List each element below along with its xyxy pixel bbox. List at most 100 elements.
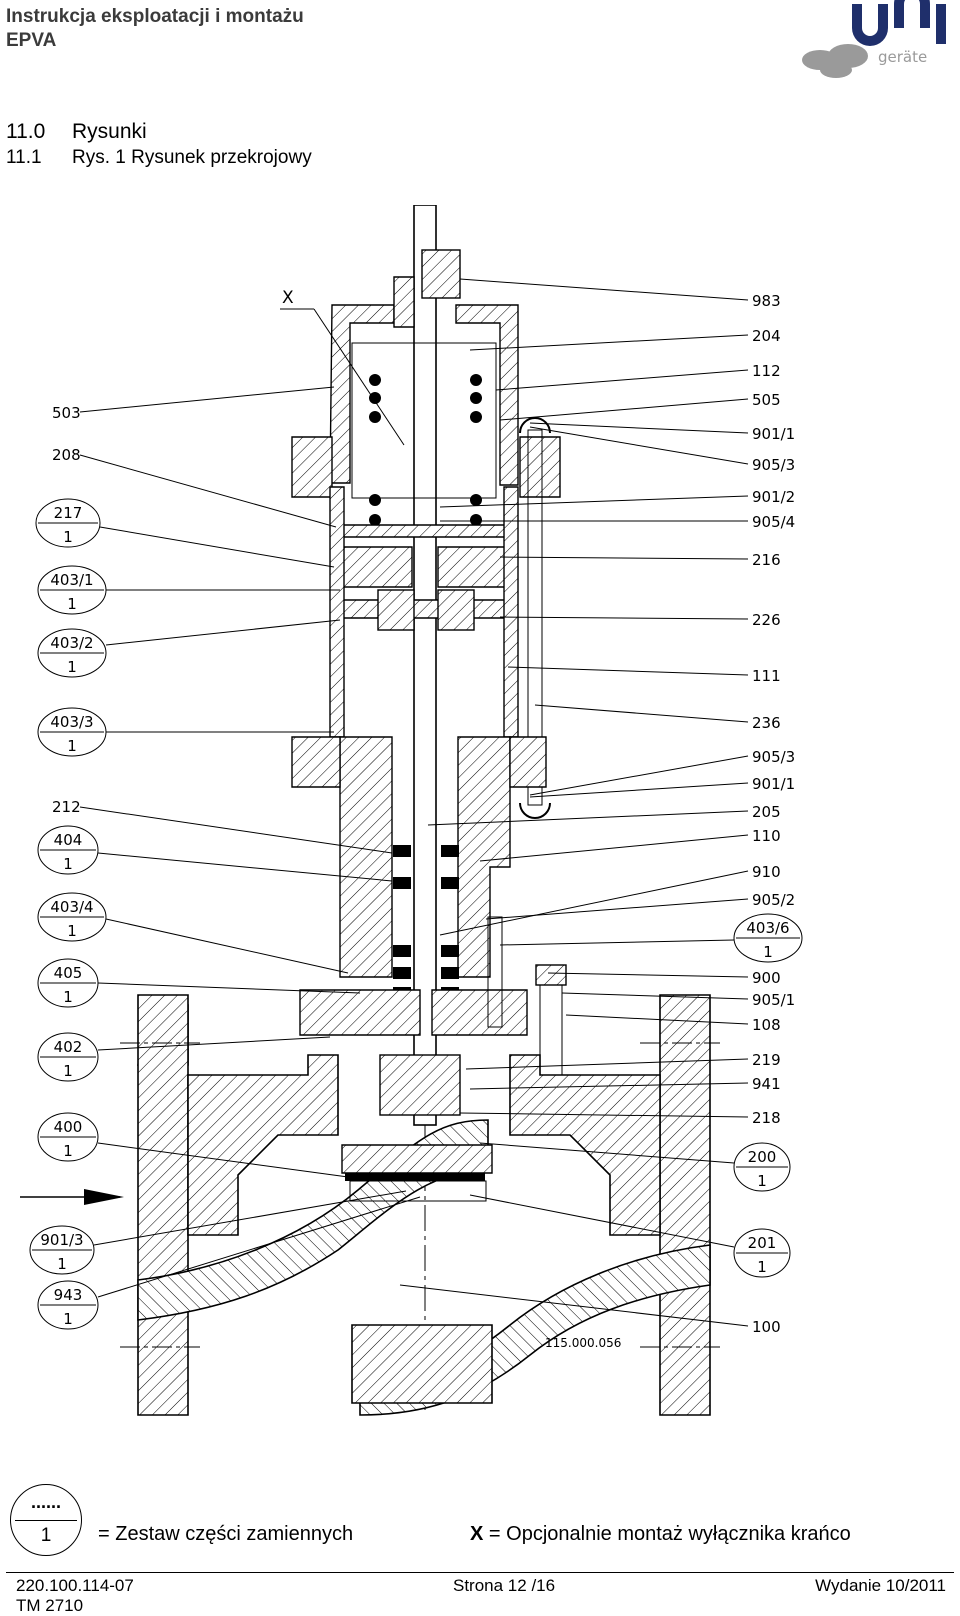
callout-label: 112 [752, 362, 781, 380]
callout-bubble: 403/1 1 [37, 565, 340, 615]
callout-label: 216 [752, 551, 781, 569]
svg-text:1: 1 [757, 1258, 767, 1276]
edition: Wydanie 10/2011 [815, 1576, 946, 1595]
svg-text:200: 200 [748, 1148, 777, 1166]
svg-text:1: 1 [757, 1172, 767, 1190]
optional-switch-legend: X = Opcjonalnie montaż wyłącznika krańco [470, 1523, 851, 1546]
callout-bubble: 403/2 1 [37, 619, 341, 678]
callout-label: 905/4 [752, 513, 795, 531]
x-marker: X [280, 288, 405, 446]
callout-label: 905/1 [752, 991, 795, 1009]
callout-label: 219 [752, 1051, 781, 1069]
svg-text:404: 404 [54, 831, 83, 849]
svg-text:403/3: 403/3 [50, 713, 93, 731]
logo-subtext: geräte [878, 48, 927, 66]
svg-text:402: 402 [54, 1038, 83, 1056]
callout-label: 505 [752, 391, 781, 409]
svg-text:1: 1 [67, 595, 77, 613]
document-title: Instrukcja eksploatacji i montażu [6, 6, 304, 27]
callout-label: 503 [52, 404, 81, 422]
callout-label: 901/1 [752, 775, 795, 793]
section-heading: 11.0 Rysunki [6, 120, 147, 144]
svg-text:1: 1 [67, 737, 77, 755]
svg-text:1: 1 [67, 658, 77, 676]
callout-bubble: 200 1 [479, 1142, 791, 1192]
spare-parts-legend: = Zestaw części zamiennych [98, 1523, 354, 1545]
svg-text:403/1: 403/1 [50, 571, 93, 589]
symbol-quantity: 1 [40, 1525, 52, 1546]
svg-text:201: 201 [748, 1234, 777, 1252]
callout-label: 905/2 [752, 891, 795, 909]
section-title: Rysunki [72, 120, 147, 143]
callout-label: 941 [752, 1075, 781, 1093]
callout-bubble: 201 1 [469, 1194, 791, 1278]
callout-label: 212 [52, 798, 81, 816]
tm-number: TM 2710 [16, 1596, 84, 1615]
callout-label: 111 [752, 667, 781, 685]
drawing-number: 115.000.056 [545, 1336, 621, 1350]
page-number: Strona 12 /16 [453, 1576, 556, 1595]
callout-bubble: 943 1 [37, 1196, 421, 1330]
svg-text:1: 1 [63, 855, 73, 873]
symbol-divider [15, 1520, 77, 1521]
valve-body [20, 205, 720, 1416]
left-labels: 503 208 212 [52, 386, 393, 854]
svg-text:X: X [282, 288, 294, 308]
callout-label: 983 [752, 292, 781, 310]
callout-label: 218 [752, 1109, 781, 1127]
svg-text:400: 400 [54, 1118, 83, 1136]
callout-label: 905/3 [752, 456, 795, 474]
spare-parts-symbol: ...... 1 [10, 1484, 82, 1556]
svg-text:1: 1 [63, 1142, 73, 1160]
callout-label: 905/3 [752, 748, 795, 766]
callout-label: 110 [752, 827, 781, 845]
callout-label: 226 [752, 611, 781, 629]
x-legend-text: = Opcjonalnie montaż wyłącznika krańco [483, 1523, 851, 1545]
callout-bubble: 405 1 [37, 958, 361, 1008]
x-symbol: X [470, 1523, 484, 1545]
product-name: EPVA [6, 30, 57, 51]
valve-cross-section-drawing: X 115.000.056 503 208 212 217 1 403/1 1 … [20, 205, 803, 1416]
svg-text:943: 943 [54, 1286, 83, 1304]
right-bubbles: 403/6 1 200 1 201 1 [469, 913, 803, 1278]
svg-text:1: 1 [763, 943, 773, 961]
svg-text:403/2: 403/2 [50, 634, 93, 652]
callout-bubble: 402 1 [37, 1032, 331, 1082]
subsection-number: 11.1 [6, 147, 42, 168]
callout-label: 901/1 [752, 425, 795, 443]
callout-label: 204 [752, 327, 781, 345]
svg-text:405: 405 [54, 964, 83, 982]
svg-text:1: 1 [67, 922, 77, 940]
callout-label: 100 [752, 1318, 781, 1336]
callout-label: 108 [752, 1016, 781, 1034]
symbol-dots: ...... [30, 1492, 61, 1512]
callout-label: 901/2 [752, 488, 795, 506]
callout-bubble: 403/4 1 [37, 892, 349, 974]
subsection-title: Rys. 1 Rysunek przekrojowy [72, 147, 312, 168]
callout-label: 910 [752, 863, 781, 881]
callout-label: 205 [752, 803, 781, 821]
callout-bubble: 403/3 1 [37, 707, 334, 757]
svg-text:1: 1 [63, 1310, 73, 1328]
section-number: 11.0 [6, 120, 46, 143]
callout-bubble: 400 1 [37, 1112, 349, 1178]
svg-text:901/3: 901/3 [40, 1231, 83, 1249]
svg-text:1: 1 [57, 1255, 67, 1273]
left-bubbles: 217 1 403/1 1 403/2 1 403/3 1 404 1 [29, 498, 421, 1330]
svg-text:1: 1 [63, 528, 73, 546]
svg-text:403/6: 403/6 [746, 919, 789, 937]
subsection-heading: 11.1 Rys. 1 Rysunek przekrojowy [6, 146, 312, 170]
footer-divider [6, 1572, 954, 1573]
callout-bubble: 403/6 1 [499, 913, 803, 963]
svg-text:403/4: 403/4 [50, 898, 93, 916]
uni-geraete-logo: geräte [802, 0, 946, 78]
svg-text:217: 217 [54, 504, 83, 522]
document-number: 220.100.114-07 [16, 1576, 134, 1595]
callout-label: 900 [752, 969, 781, 987]
callout-label: 208 [52, 446, 81, 464]
callout-bubble: 217 1 [35, 498, 335, 568]
callout-bubble: 901/3 1 [29, 1190, 407, 1275]
callout-label: 236 [752, 714, 781, 732]
right-labels: 983 204 112 505 901/1 905/3 901/2 905/4 … [399, 278, 795, 1336]
callout-bubble: 404 1 [37, 825, 393, 882]
